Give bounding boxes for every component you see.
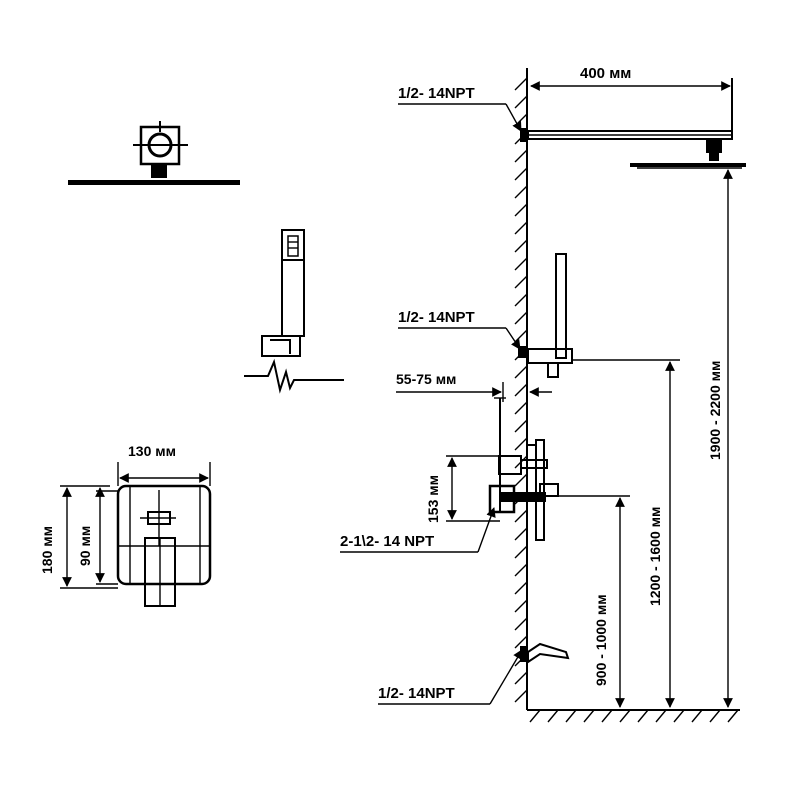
dim-1900-2200-label: 1900 - 2200 мм bbox=[707, 361, 723, 460]
mixer-valve bbox=[446, 397, 559, 541]
wall-hatching bbox=[514, 77, 528, 703]
npt-top-label: 1/2- 14NPT bbox=[398, 85, 475, 102]
dim-130-label: 130 мм bbox=[128, 443, 176, 459]
dim-900-1000-label: 900 - 1000 мм bbox=[593, 594, 609, 686]
dim-400: 400 мм bbox=[530, 65, 731, 91]
hand-shower-side-view bbox=[244, 229, 344, 394]
dim-400-label: 400 мм bbox=[580, 65, 631, 82]
bath-spout bbox=[520, 642, 570, 664]
dim-900-1000: 900 - 1000 мм bbox=[546, 495, 630, 708]
dim-130: 130 мм bbox=[117, 443, 211, 486]
dim-153: 153 мм bbox=[425, 457, 457, 523]
floor bbox=[527, 709, 740, 723]
wall bbox=[514, 68, 528, 710]
dim-1200-1600: 1200 - 1600 мм bbox=[572, 359, 680, 708]
npt-bottom-label: 1/2- 14NPT bbox=[378, 685, 455, 702]
npt-mixer-label: 2-1\2- 14 NPT bbox=[340, 533, 434, 550]
overhead-shower bbox=[520, 78, 746, 169]
shower-head-front-view bbox=[68, 121, 240, 185]
dim-1900-2200: 1900 - 2200 мм bbox=[707, 169, 733, 708]
mixer-front-view bbox=[60, 484, 212, 607]
dim-90: 90 мм bbox=[77, 487, 105, 583]
dim-1200-1600-label: 1200 - 1600 мм bbox=[647, 507, 663, 606]
dim-90-label: 90 мм bbox=[77, 526, 93, 566]
hand-shower bbox=[518, 253, 573, 378]
dim-153-label: 153 мм bbox=[425, 475, 441, 523]
npt-top: 1/2- 14NPT bbox=[398, 85, 522, 132]
npt-mid-label: 1/2- 14NPT bbox=[398, 309, 475, 326]
dim-wall-gap: 55-75 мм bbox=[396, 371, 552, 402]
dim-180: 180 мм bbox=[39, 487, 72, 587]
dim-180-label: 180 мм bbox=[39, 526, 55, 574]
wall-gap-label: 55-75 мм bbox=[396, 371, 456, 387]
